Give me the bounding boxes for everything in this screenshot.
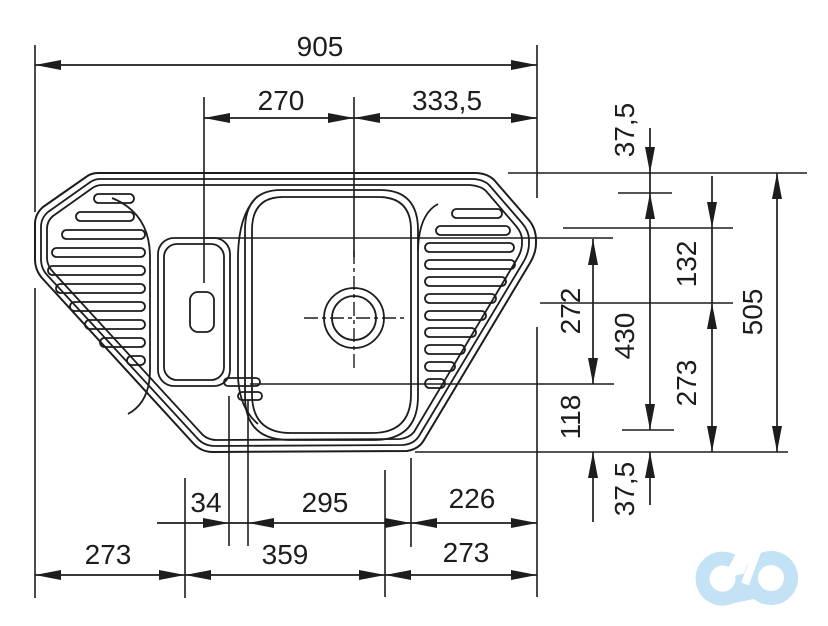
dimension-arrowheads [35,60,782,580]
dim-label-37-5-top: 37,5 [609,103,640,158]
dim-label-118: 118 [555,395,586,440]
watermark-logo [695,547,798,606]
dim-label-295: 295 [302,487,349,518]
dimension-labels: 905 270 333,5 37,5 132 505 272 430 273 1… [85,31,768,570]
dim-label-905: 905 [297,31,344,62]
dim-label-132: 132 [671,241,702,288]
dim-label-270: 270 [258,85,305,116]
dim-label-430: 430 [609,313,640,360]
dim-label-273-bottom-right: 273 [443,537,490,568]
extension-lines [34,45,807,598]
sink-outline [34,172,537,453]
dim-label-272: 272 [555,288,586,335]
main-bowl [244,189,439,441]
dim-label-505: 505 [737,289,768,336]
dim-label-273-bottom-left: 273 [85,539,132,570]
small-bowl [111,195,259,425]
small-bowl-drain [189,291,215,333]
dimension-lines [35,64,778,576]
dim-label-34: 34 [190,487,221,518]
dim-label-226: 226 [449,483,496,514]
dim-label-333-5: 333,5 [412,85,482,116]
logo-left-c [695,551,750,606]
dim-label-37-5-bottom: 37,5 [609,462,640,517]
right-drainer-ribs [424,208,516,389]
dim-label-273-right: 273 [671,360,702,407]
logo-slit [741,547,762,586]
dim-label-359: 359 [262,539,309,570]
